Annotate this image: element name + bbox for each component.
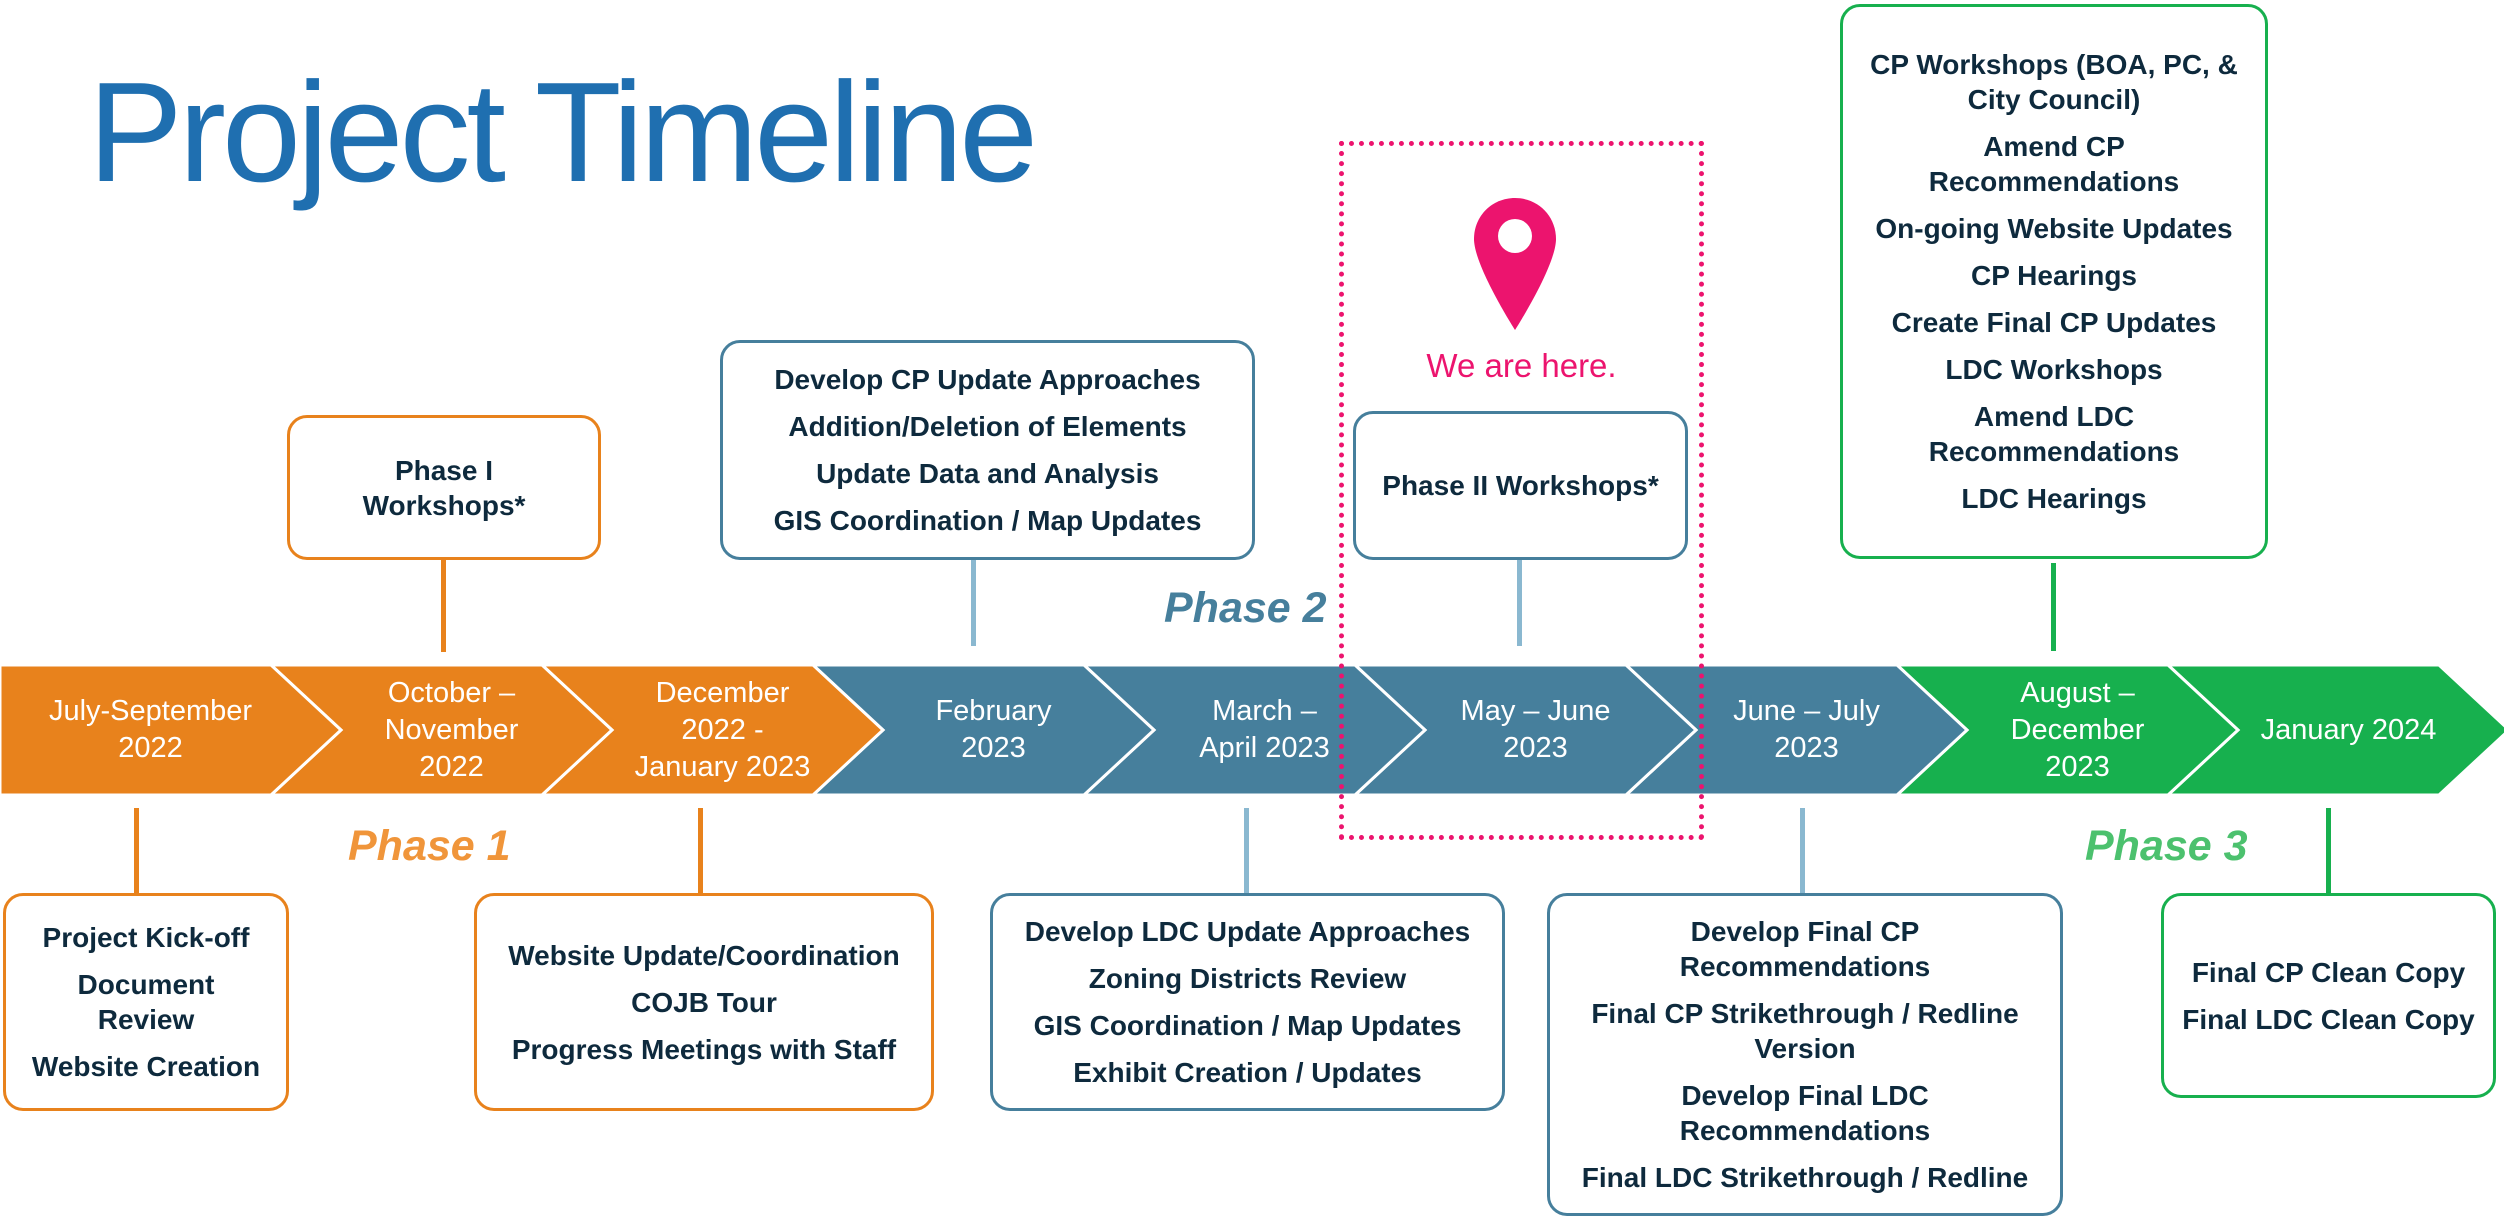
box-item: Amend CP Recommendations	[1928, 131, 2180, 197]
we-are-here-label: We are here.	[1426, 347, 1617, 384]
box-item: Document Review	[77, 969, 215, 1035]
box-item: Develop Final LDC Recommendations	[1679, 1080, 1931, 1146]
connector-line	[1244, 808, 1249, 894]
box-item: COJB Tour	[631, 986, 777, 1018]
phase-2-label: Phase 2	[1164, 584, 1327, 632]
box-item: Exhibit Creation / Updates	[1073, 1057, 1422, 1088]
box-item: Website Update/Coordination	[508, 939, 900, 971]
timeline-band	[0, 663, 2504, 797]
timeline-segment-label: March – April 2023	[1199, 695, 1330, 764]
box-item: Zoning Districts Review	[1088, 963, 1407, 994]
timeline-segment-label: October – November 2022	[384, 676, 519, 783]
box-item: GIS Coordination / Map Updates	[773, 505, 1202, 536]
box-item: Update Data and Analysis	[816, 458, 1159, 489]
box-item: Phase II Workshops*	[1382, 470, 1659, 501]
connector-line	[971, 560, 976, 646]
connector-line	[441, 560, 446, 652]
box-item: Final CP Clean Copy	[2191, 956, 2466, 988]
box-item: Amend LDC Recommendations	[1928, 401, 2180, 467]
location-pin-icon	[1474, 198, 1556, 330]
connector-line	[2051, 563, 2056, 651]
box-item: Final CP Strikethrough / Redline Version	[1591, 998, 2019, 1064]
connector-line	[1800, 808, 1805, 894]
box-item: Develop CP Update Approaches	[774, 364, 1201, 395]
box-item: Phase I Workshops*	[362, 454, 526, 521]
connector-line	[134, 808, 139, 894]
box-item: Addition/Deletion of Elements	[788, 411, 1187, 442]
box-item: Develop Final CP Recommendations	[1679, 916, 1931, 982]
connector-line	[698, 808, 703, 894]
timeline-segment-label: August – December 2023	[2010, 676, 2145, 783]
timeline-segment	[0, 663, 344, 797]
box-item: CP Hearings	[1971, 260, 2137, 291]
box-item: Progress Meetings with Staff	[511, 1033, 897, 1065]
phase-2-workshops-box: Phase II Workshops*	[1353, 411, 1688, 560]
phase-1-workshops-box: Phase I Workshops*	[287, 415, 601, 560]
box-item: Website Creation	[31, 1051, 261, 1082]
page-title: Project Timeline	[88, 53, 1038, 212]
timeline-segment-label: January 2024	[2260, 713, 2437, 746]
box-item: Create Final CP Updates	[1891, 307, 2217, 338]
box-item: Project Kick-off	[42, 922, 250, 953]
box-item: GIS Coordination / Map Updates	[1033, 1010, 1462, 1041]
connector-line	[2326, 808, 2331, 894]
timeline-segment-label: May – June 2023	[1460, 695, 1611, 764]
box-item: LDC Workshops	[1945, 354, 2163, 385]
timeline-segment-label: July-September 2022	[48, 695, 253, 764]
box-item: On-going Website Updates	[1875, 213, 2233, 244]
current-position-frame	[1339, 141, 1704, 840]
cp-workshops-box: CP Workshops (BOA, PC, & City Council) Am…	[1840, 4, 2268, 559]
box-item: LDC Hearings	[1961, 483, 2147, 514]
phase-3-label: Phase 3	[2085, 822, 2248, 870]
connector-line	[1517, 560, 1522, 646]
timeline-segment-label: February 2023	[935, 695, 1052, 764]
box-item: Final LDC Strikethrough / Redline	[1581, 1162, 2029, 1193]
timeline-segment-label: December 2022 - January 2023	[634, 676, 811, 783]
box-item: Develop LDC Update Approaches	[1024, 916, 1471, 947]
box-item: CP Workshops (BOA, PC, & City Council)	[1870, 49, 2238, 115]
timeline-segment-label: June – July 2023	[1733, 695, 1880, 764]
box-item: Final LDC Clean Copy	[2182, 1003, 2475, 1035]
phase-1-label: Phase 1	[348, 822, 511, 870]
